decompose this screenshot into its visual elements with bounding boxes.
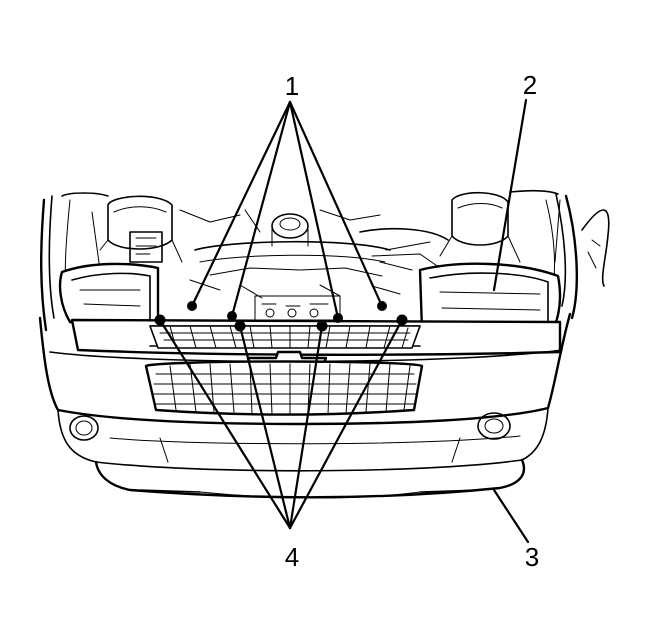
- callout-1: 1: [285, 71, 299, 101]
- leader-lines-4: [158, 318, 404, 530]
- lower-grille: [153, 363, 417, 415]
- fenders: [40, 189, 610, 332]
- callout-4: 4: [285, 542, 299, 572]
- callout-3: 3: [525, 542, 539, 572]
- leader-line-3: [492, 488, 530, 544]
- bumper-fascia: [38, 312, 572, 499]
- upper-grille: [149, 325, 421, 349]
- headlamps: [58, 262, 562, 334]
- leader-lines-1: [190, 100, 384, 320]
- fog-lamps: [69, 412, 511, 441]
- fasteners-upper: [187, 301, 387, 323]
- leader-line-2: [492, 98, 528, 292]
- callout-2: 2: [523, 70, 537, 100]
